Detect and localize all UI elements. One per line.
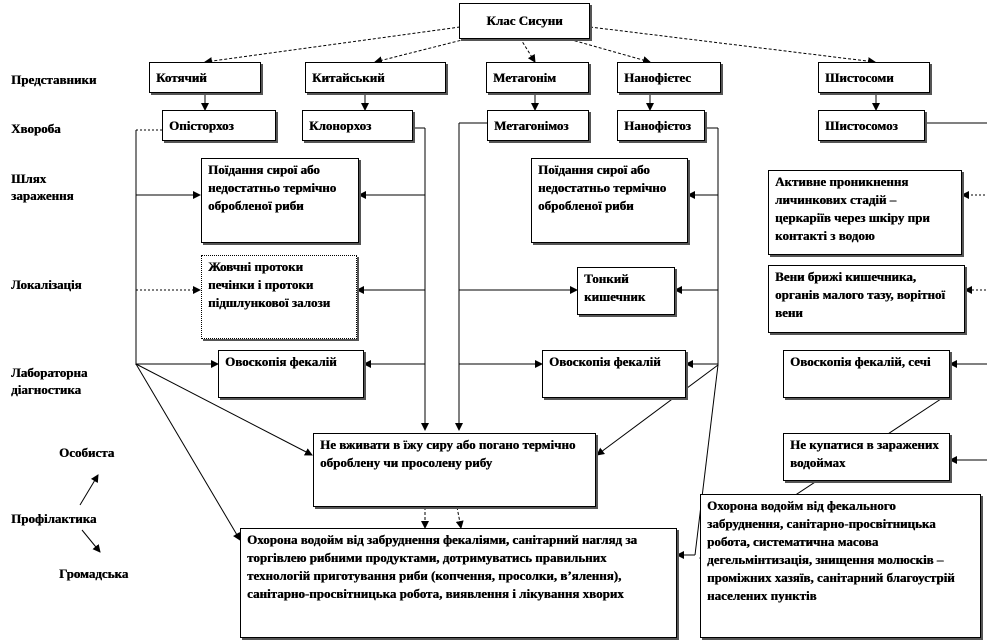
prevention-box-public-fish: Охорона водойм від забруднення фекаліями… bbox=[240, 528, 677, 638]
row-label-prophylaxis: Профілактика bbox=[11, 511, 97, 526]
representative-box-schistosomes: Шистосоми bbox=[818, 62, 930, 93]
localization-box-bile-ducts: Жовчні протоки печінки і протоки підшлун… bbox=[201, 255, 357, 339]
representative-box-chinese: Китайський bbox=[305, 62, 446, 93]
prevention-box-public-schisto: Охорона водойм від фекального забрудненн… bbox=[700, 494, 981, 638]
disease-box-nanophyetiasis: Нанофієтоз bbox=[617, 110, 705, 141]
representative-box-cat: Котячий bbox=[149, 62, 261, 93]
prevention-box-personal-fish: Не вживати в їжу сиру або погано термічн… bbox=[313, 433, 596, 507]
representative-box-metagonim: Метагонім bbox=[486, 62, 589, 93]
localization-box-small-intestine: Тонкий кишечник bbox=[577, 267, 675, 315]
infection-box-fish-right: Поїдання сирої або недостатньо термічно … bbox=[531, 158, 688, 243]
disease-box-schistosomiasis: Шистосомоз bbox=[818, 110, 925, 141]
disease-box-opisthorchiasis: Опісторхоз bbox=[162, 110, 276, 141]
root-class-box: Клас Сисуни bbox=[459, 3, 590, 39]
diagnostics-box-right: Овоскопія фекалій, сечі bbox=[783, 350, 950, 398]
infection-box-schisto: Активне проникнення личинкових стадій – … bbox=[768, 170, 962, 255]
representative-box-nanofietes: Нанофієтес bbox=[617, 62, 721, 93]
disease-box-metagonimiasis: Метагонімоз bbox=[487, 110, 589, 141]
row-label-lab-diagnostics: Лабораторна діагностика bbox=[11, 365, 88, 397]
row-label-disease: Хвороба bbox=[11, 121, 61, 136]
row-label-personal: Особиста bbox=[59, 445, 115, 460]
row-label-localization: Локалізація bbox=[11, 277, 82, 292]
row-label-infection-route: Шлях зараження bbox=[11, 171, 74, 203]
prevention-box-personal-schisto: Не купатися в заражених водоймах bbox=[783, 433, 950, 481]
infection-box-fish-left: Поїдання сирої або недостатньо термічно … bbox=[201, 158, 359, 243]
row-label-public: Громадська bbox=[59, 566, 129, 581]
disease-box-clonorchiasis: Клонорхоз bbox=[302, 110, 413, 141]
diagnostics-box-left: Овоскопія фекалій bbox=[218, 350, 364, 398]
diagnostics-box-middle: Овоскопія фекалій bbox=[542, 350, 686, 398]
row-label-representatives: Представники bbox=[11, 72, 97, 87]
localization-box-veins: Вени брижі кишечника, органів малого таз… bbox=[768, 265, 965, 333]
